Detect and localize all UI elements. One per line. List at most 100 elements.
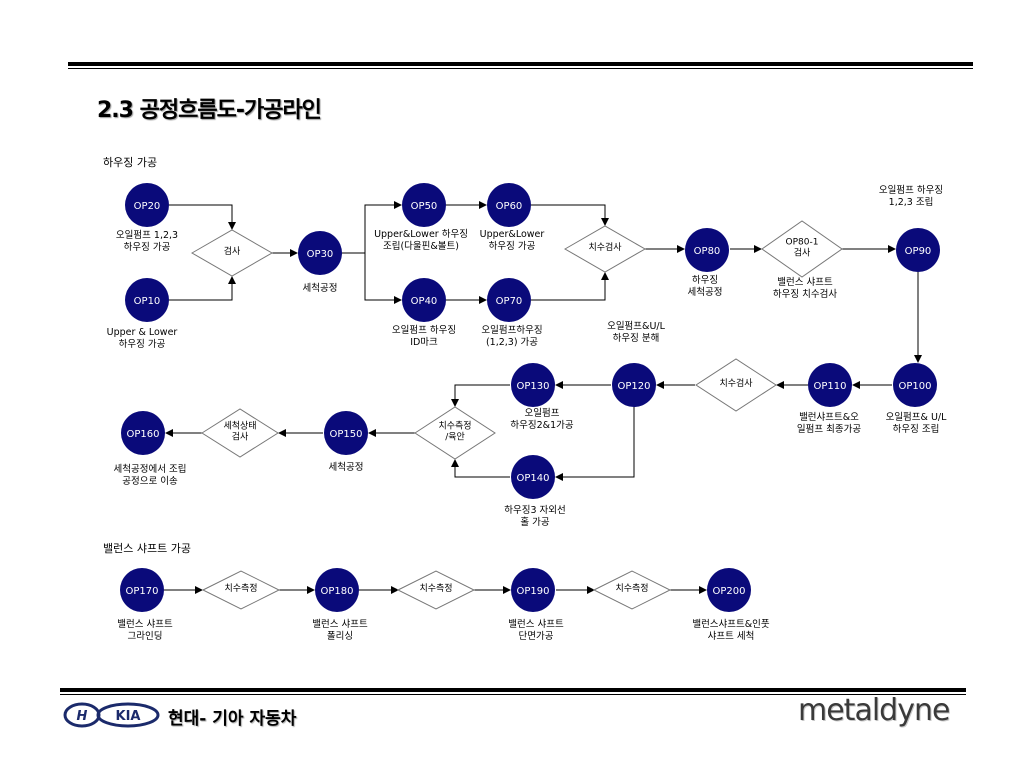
process-node-op70: OP70 <box>487 278 531 322</box>
caption-op150: 세척공정 <box>329 462 364 473</box>
caption-op120: 오일펌프&U/L <box>607 320 666 332</box>
caption-op10: 하우징 가공 <box>119 338 166 350</box>
node-label: OP90 <box>905 246 932 257</box>
process-node-op60: OP60 <box>487 183 531 227</box>
caption-op60: Upper&Lower <box>480 229 545 240</box>
node-circle <box>896 228 940 272</box>
flow-arrow <box>555 407 635 481</box>
caption-op130: 하우징2&1가공 <box>510 419 573 431</box>
header-rule-thin <box>68 68 973 69</box>
caption-op20: 하우징 가공 <box>124 241 171 253</box>
node-label: OP60 <box>496 201 523 212</box>
caption-op80: 세척공정 <box>688 287 723 298</box>
caption-op200: 밸런스샤프트&인풋 <box>692 619 770 630</box>
node-label: OP190 <box>517 586 550 597</box>
header-rule-thick <box>68 62 973 66</box>
node-circle <box>298 231 342 275</box>
flow-arrow <box>342 201 402 254</box>
process-node-op10: OP10 <box>125 278 169 322</box>
decision-label: 치수측정 <box>224 582 257 594</box>
decision-label: 세척상태 <box>223 421 256 432</box>
decision-diamond <box>563 225 647 273</box>
inspection-node-d_dim2: 치수검사 <box>695 358 777 412</box>
caption-op190: 단면가공 <box>519 631 554 642</box>
caption-op110: 일펌프 최종가공 <box>797 423 861 435</box>
caption-op30: 세척공정 <box>303 283 338 294</box>
node-label: OP70 <box>496 296 523 307</box>
caption-op70: (1,2,3) 가공 <box>486 337 538 348</box>
flow-arrow <box>169 276 236 301</box>
node-label: OP50 <box>411 201 438 212</box>
node-circle <box>120 568 164 612</box>
decision-label: 치수측정 <box>419 582 452 594</box>
node-label: OP160 <box>127 429 160 440</box>
node-label: OP140 <box>517 473 550 484</box>
flow-arrow <box>364 253 402 304</box>
process-node-op30: OP30 <box>298 231 342 275</box>
process-node-op40: OP40 <box>402 278 446 322</box>
caption-d_op801: 밸런스 샤프트 <box>777 277 833 288</box>
node-label: OP30 <box>307 249 334 260</box>
node-label: OP180 <box>321 586 354 597</box>
node-circle <box>402 278 446 322</box>
process-node-op200: OP200 <box>707 568 751 612</box>
node-circle <box>808 363 852 407</box>
caption-op50: 조립(다울핀&볼트) <box>383 240 459 252</box>
decision-label: 치수측정 <box>438 420 471 432</box>
caption-op100: 하우징 조립 <box>893 423 940 435</box>
node-label: OP110 <box>814 381 847 392</box>
caption-op170: 그라인딩 <box>128 631 163 642</box>
caption-op40: 오일펌프 하우징 <box>392 324 456 336</box>
process-node-op120: OP120 <box>612 363 656 407</box>
node-circle <box>707 568 751 612</box>
caption-op180: 폴리싱 <box>327 631 353 642</box>
node-label: OP80 <box>694 246 721 257</box>
node-circle <box>612 363 656 407</box>
caption-d_op801: 하우징 치수검사 <box>773 288 837 300</box>
inspection-node-d_measure4: 치수측정 <box>592 570 672 610</box>
process-node-op110: OP110 <box>808 363 852 407</box>
node-circle <box>487 183 531 227</box>
decision-label: 검사 <box>232 431 249 443</box>
node-label: OP150 <box>330 429 363 440</box>
process-node-op130: OP130 <box>511 363 555 407</box>
decision-diamond <box>592 570 672 610</box>
decision-diamond <box>414 406 496 460</box>
decision-diamond <box>201 570 281 610</box>
page-title: 2.3 공정흐름도-가공라인 <box>97 98 322 123</box>
process-node-op160: OP160 <box>121 411 165 455</box>
caption-op130: 오일펌프 <box>525 407 560 419</box>
process-node-op20: OP20 <box>125 183 169 227</box>
caption-op100: 오일펌프& U/L <box>886 411 948 423</box>
caption-op40: ID마크 <box>410 337 438 348</box>
decision-diamond <box>761 220 843 278</box>
caption-op80: 하우징 <box>692 274 718 286</box>
caption-op110: 밸런샤프트&오 <box>799 412 859 423</box>
svg-text:KIA: KIA <box>116 709 141 724</box>
caption-op90: 오일펌프 하우징 <box>879 184 943 196</box>
node-circle <box>402 183 446 227</box>
inspection-node-d_inspect: 검사 <box>190 229 274 277</box>
process-node-op80: OP80 <box>685 228 729 272</box>
caption-op140: 하우징3 자외선 <box>504 504 566 516</box>
inspection-node-d_measure2: 치수측정 <box>201 570 281 610</box>
decision-label: 검사 <box>224 245 241 257</box>
inspection-node-d_dim1: 치수검사 <box>563 225 647 273</box>
caption-op10: Upper & Lower <box>107 327 178 338</box>
node-circle <box>511 568 555 612</box>
node-label: OP130 <box>517 381 550 392</box>
node-circle <box>121 411 165 455</box>
decision-diamond <box>695 358 777 412</box>
caption-op160: 공정으로 이송 <box>122 476 178 487</box>
inspection-node-d_measure3: 치수측정 <box>396 570 476 610</box>
caption-op200: 샤프트 세척 <box>708 631 755 642</box>
footer-rule-thin <box>60 694 966 695</box>
flow-arrow <box>451 459 510 478</box>
flow-arrow <box>169 204 236 230</box>
flow-arrow <box>531 204 609 226</box>
inspection-node-d_op801: OP80-1검사 <box>761 220 843 278</box>
flow-connectors <box>164 201 922 594</box>
